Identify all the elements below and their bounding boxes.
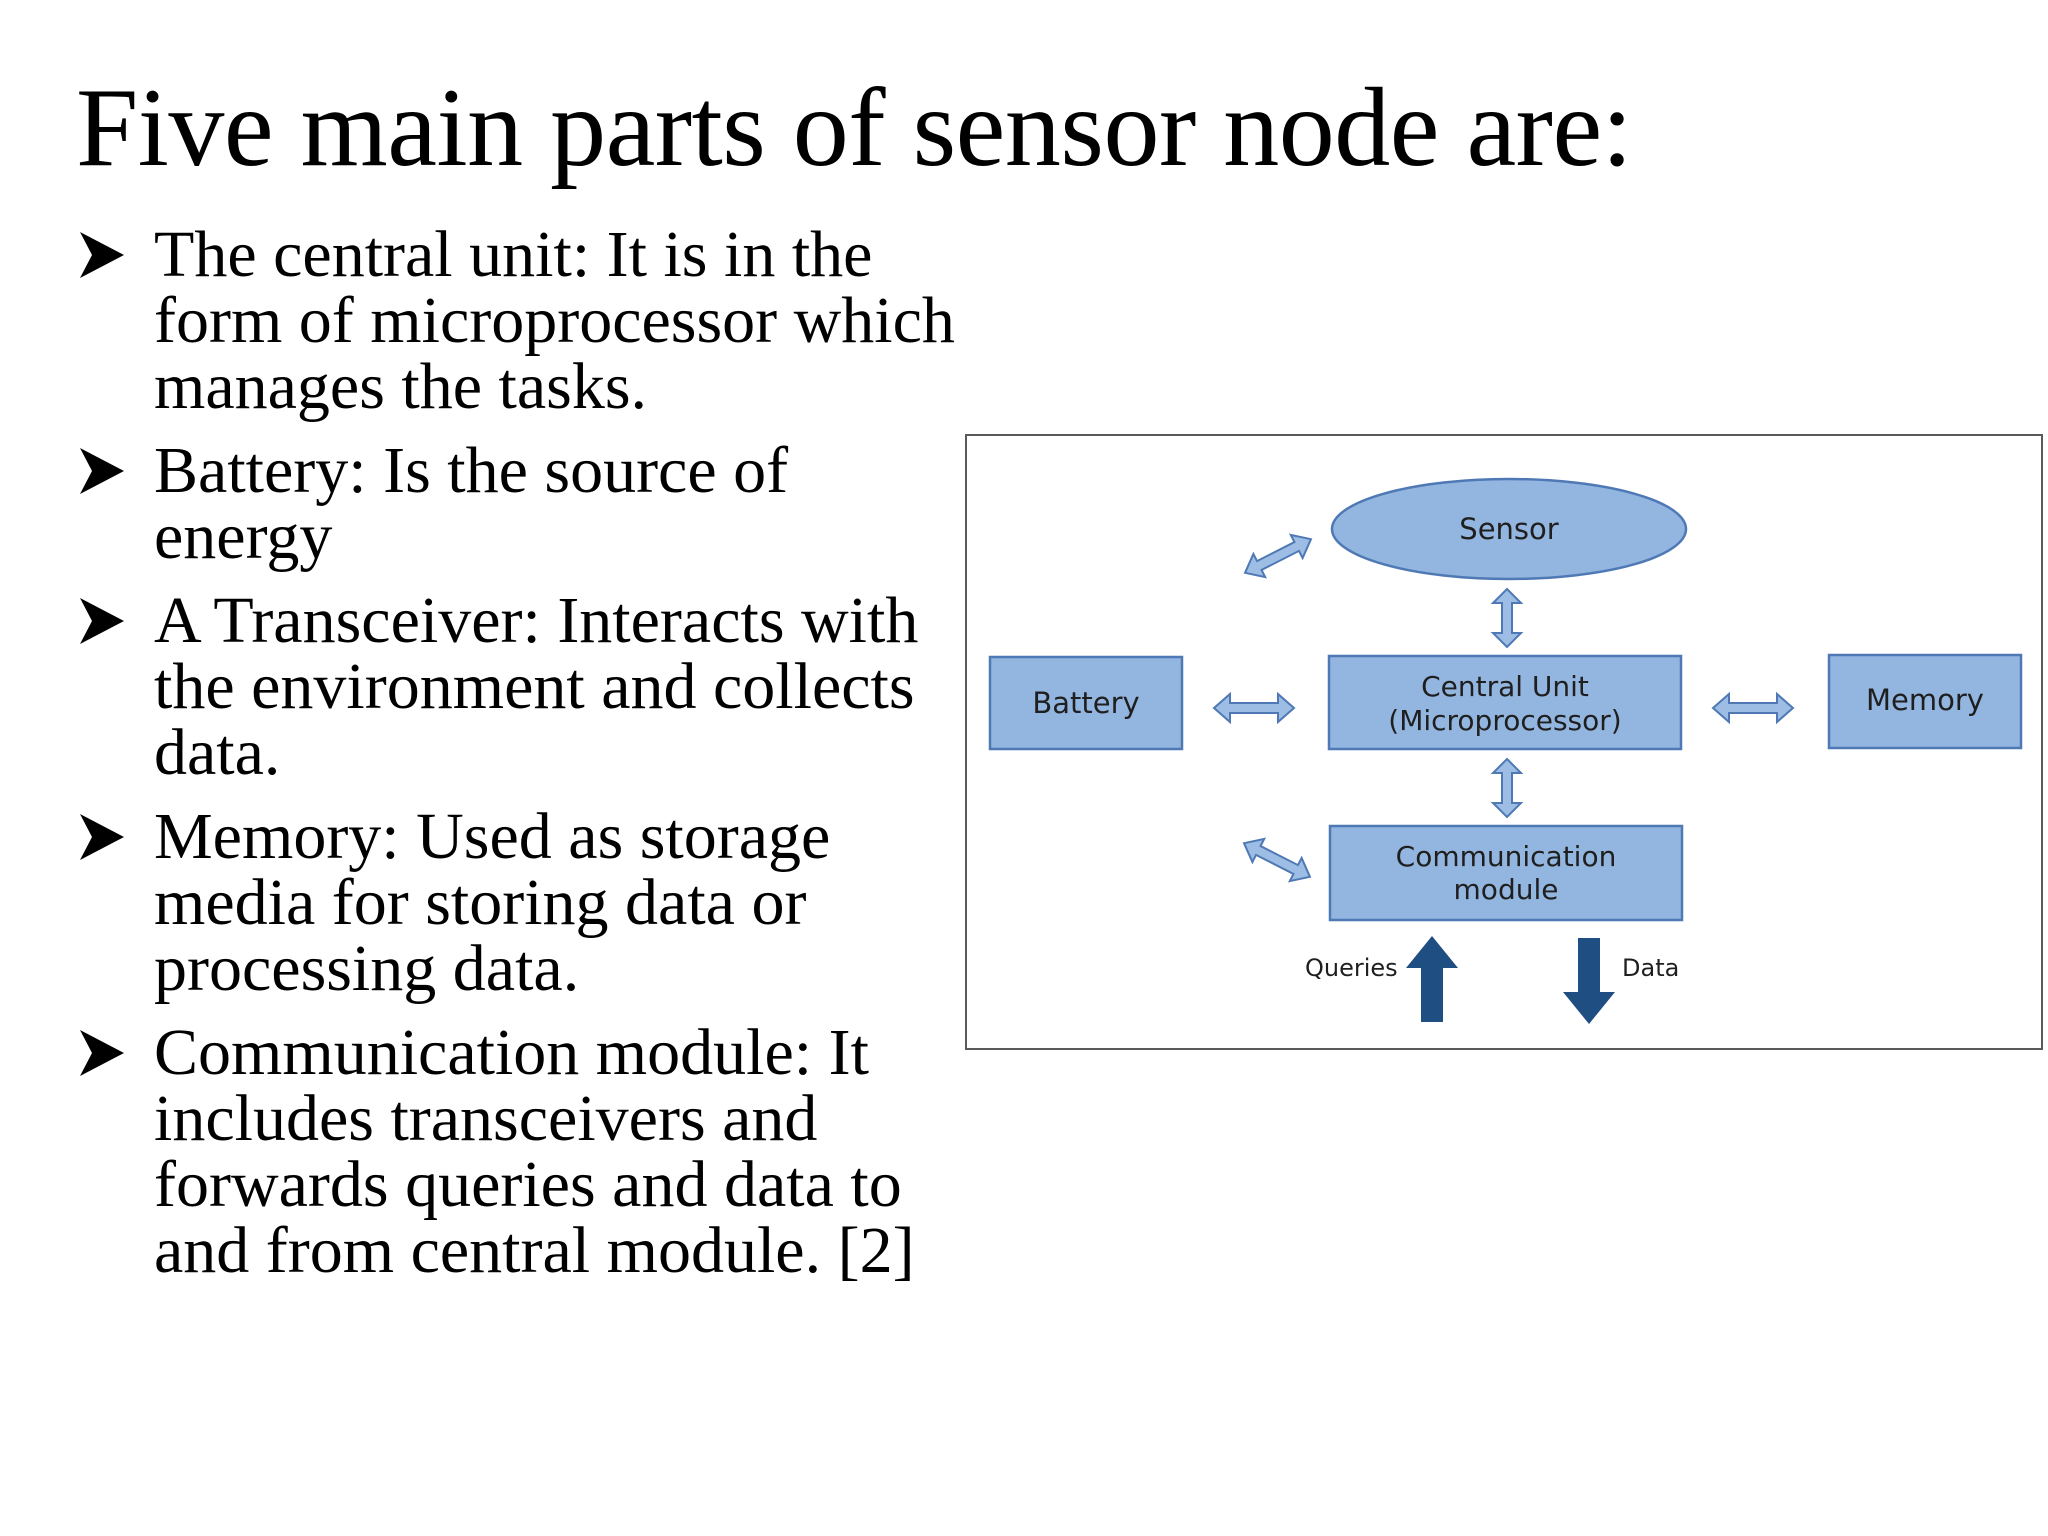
bullet-item-memory: Memory: Used as storage media for storin… (78, 804, 978, 1002)
queries-label: Queries (1305, 954, 1398, 982)
arrowhead-bullet-icon (80, 448, 124, 494)
sensor-node-diagram: Sensor Battery Central Unit (Microproces… (965, 434, 2043, 1050)
double-arrow-icon (1212, 691, 1296, 725)
queries-up-arrow-icon (1406, 936, 1458, 1022)
arrowhead-bullet-icon (80, 1030, 124, 1076)
bullet-list: The central unit: It is in the form of m… (78, 222, 978, 1302)
data-label: Data (1622, 954, 1679, 982)
communication-module-node (1328, 824, 1684, 922)
bullet-item-transceiver: A Transceiver: Interacts with the enviro… (78, 588, 978, 786)
slide-title: Five main parts of sensor node are: (76, 66, 1633, 190)
arrowhead-bullet-icon (80, 814, 124, 860)
communication-module-label-line1: Communication (1396, 840, 1617, 873)
bullet-item-central-unit: The central unit: It is in the form of m… (78, 222, 978, 420)
arrowhead-bullet-icon (80, 232, 124, 278)
bullet-text: The central unit: It is in the form of m… (154, 218, 955, 423)
double-arrow-icon (1242, 837, 1312, 883)
arrowhead-bullet-icon (80, 598, 124, 644)
central-unit-node (1327, 654, 1683, 751)
double-arrow-icon (1243, 533, 1313, 579)
memory-node (1827, 653, 2023, 750)
central-unit-label-line1: Central Unit (1421, 670, 1589, 703)
bullet-text: Memory: Used as storage media for storin… (154, 800, 831, 1005)
data-down-arrow-icon (1563, 938, 1615, 1024)
central-unit-label-line2: (Microprocessor) (1388, 704, 1621, 737)
diagram-canvas: Sensor Battery Central Unit (Microproces… (988, 477, 2023, 1024)
sensor-node (1330, 477, 1688, 581)
double-arrow-icon (1711, 691, 1795, 725)
battery-label: Battery (1032, 686, 1139, 720)
bullet-text: Communication module: It includes transc… (154, 1016, 915, 1287)
communication-module-label-line2: module (1454, 873, 1559, 906)
double-arrow-icon (1490, 757, 1524, 819)
bullet-item-communication-module: Communication module: It includes transc… (78, 1020, 978, 1284)
bullet-text: Battery: Is the source of energy (154, 434, 789, 573)
memory-label: Memory (1866, 683, 1984, 717)
battery-node (988, 655, 1184, 751)
double-arrow-icon (1490, 587, 1524, 649)
sensor-label: Sensor (1459, 512, 1558, 546)
bullet-item-battery: Battery: Is the source of energy (78, 438, 978, 570)
bullet-text: A Transceiver: Interacts with the enviro… (154, 584, 919, 789)
